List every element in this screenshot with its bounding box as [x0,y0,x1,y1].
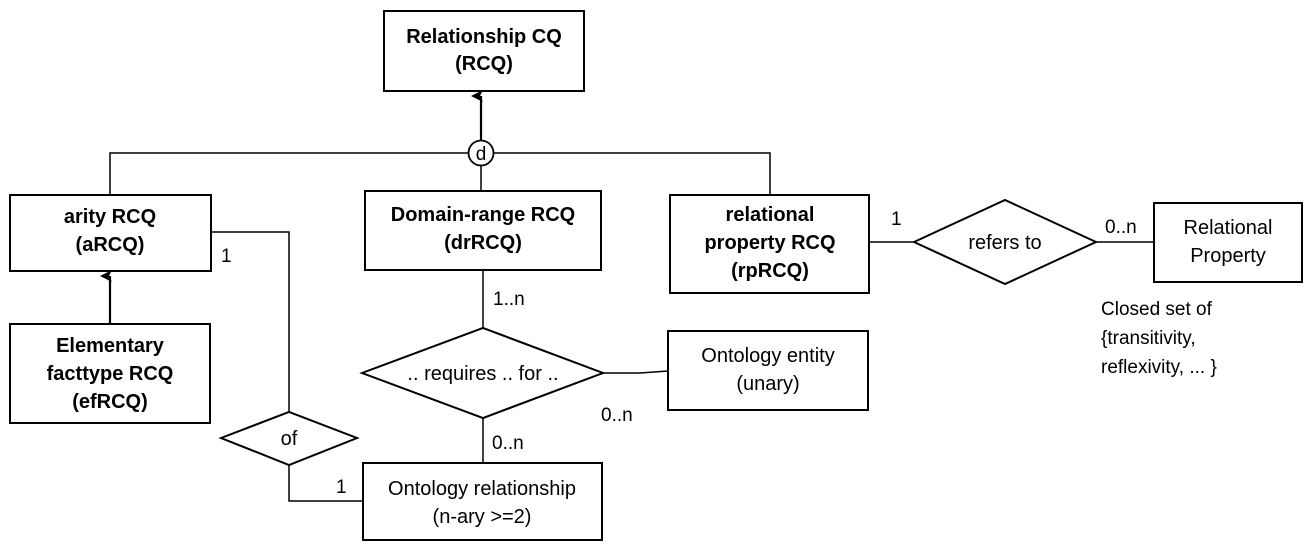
disjoint-marker-label: d [476,144,487,165]
ontology-entity-title: Ontology entity [701,345,834,367]
requires-to-entity [603,370,669,374]
entity-relational-property: Relational Property [1153,202,1303,283]
of-to-relationship [288,465,363,502]
entity-domain-range-rcq: Domain-range RCQ (drRCQ) [364,190,602,271]
requires-for-label: .. requires .. for .. [407,363,558,385]
entity-rcq: Relationship CQ (RCQ) [383,10,585,92]
isa-bar [109,152,771,195]
efrcq-line-2: facttype RCQ [47,363,174,385]
rprcq-abbrev: (rpRCQ) [731,260,809,282]
rprcq-line-1: relational [726,204,815,226]
rprcq-line-2: property RCQ [704,232,835,254]
drrcq-title: Domain-range RCQ [391,204,575,226]
disjoint-marker: d [467,139,495,167]
of-label: of [281,428,298,450]
cardinality-arity-of: 1 [221,246,232,267]
closed-set-note: Closed set of {transitivity, reflexivity… [1101,299,1217,378]
cardinality-dr-requires: 1..n [493,289,525,310]
ontology-relationship-subtitle: (n-ary >=2) [433,506,532,528]
relationship-of: of [218,410,360,467]
refers-to-label: refers to [968,232,1041,254]
cardinality-labels: 1 0..n 1 1..n 0..n 0..n 1 [221,209,1137,498]
entity-relational-property-rcq: relational property RCQ (rpRCQ) [669,194,870,294]
cardinality-requires-entity: 0..n [601,405,633,426]
cardinality-refers-relprop: 0..n [1105,217,1137,238]
arity-rcq-title: arity RCQ [64,206,156,228]
entity-ontology-entity: Ontology entity (unary) [667,330,869,411]
efrcq-abbrev: (efRCQ) [72,391,148,413]
rcq-abbrev: (RCQ) [455,53,513,75]
entity-elementary-facttype-rcq: Elementary facttype RCQ (efRCQ) [9,323,211,424]
entity-ontology-relationship: Ontology relationship (n-ary >=2) [362,462,603,541]
ontology-entity-subtitle: (unary) [736,373,799,395]
relational-property-line-2: Property [1190,245,1266,267]
arity-rcq-abbrev: (aRCQ) [76,234,145,256]
note-line-3: reflexivity, ... } [1101,357,1217,378]
drrcq-abbrev: (drRCQ) [444,232,522,254]
note-line-1: Closed set of [1101,299,1213,320]
relational-property-line-1: Relational [1184,217,1273,239]
note-line-2: {transitivity, [1101,328,1196,349]
relationship-requires-for: .. requires .. for .. [359,326,606,420]
arity-to-of [211,231,290,412]
ontology-relationship-title: Ontology relationship [388,478,576,500]
connectors [100,90,1154,502]
entity-arity-rcq: arity RCQ (aRCQ) [9,194,212,272]
cardinality-requires-relationship: 0..n [492,433,524,454]
relationship-refers-to: refers to [911,198,1099,286]
cardinality-of-relationship: 1 [336,477,347,498]
cardinality-rp-refers: 1 [891,209,902,230]
efrcq-line-1: Elementary [56,335,165,357]
rcq-title: Relationship CQ [406,26,562,48]
